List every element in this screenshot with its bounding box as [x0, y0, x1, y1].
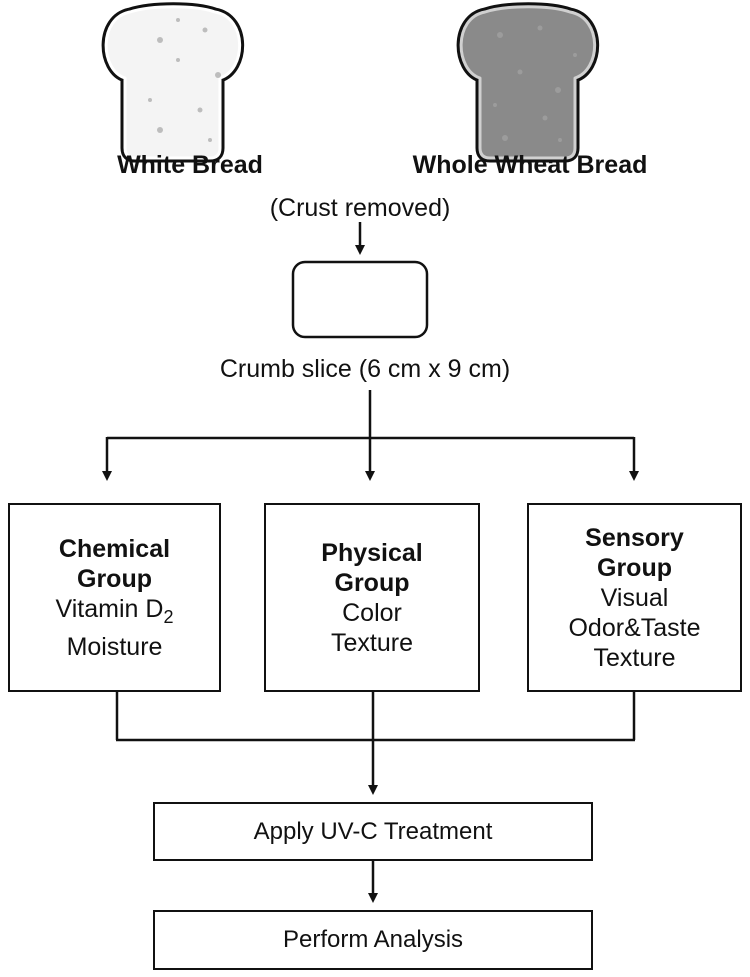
chemical-group-box: Chemical Group Vitamin D2 Moisture [8, 503, 221, 692]
crust-removed-note: (Crust removed) [269, 194, 451, 222]
crumb-slice-label: Crumb slice (6 cm x 9 cm) [219, 355, 511, 383]
chemical-vitamin-line: Vitamin D2 [56, 594, 174, 632]
perform-analysis-box: Perform Analysis [153, 910, 593, 970]
chemical-group-title-1: Chemical [58, 534, 171, 563]
sensory-group-title-1: Sensory [585, 523, 684, 552]
physical-color-line: Color [342, 598, 402, 627]
whole-wheat-bread-label: Whole Wheat Bread [412, 151, 648, 179]
uv-c-treatment-label: Apply UV-C Treatment [253, 817, 493, 845]
uv-c-treatment-box: Apply UV-C Treatment [153, 802, 593, 861]
crumb-slice-shape [291, 260, 429, 339]
sensory-group-box: Sensory Group Visual Odor&Taste Texture [527, 503, 742, 692]
sensory-texture-line: Texture [593, 643, 676, 672]
physical-group-title-1: Physical [321, 538, 423, 567]
physical-texture-line: Texture [331, 628, 413, 657]
chemical-moisture-line: Moisture [66, 632, 163, 661]
whole-wheat-bread-fill [459, 5, 597, 160]
white-bread-label: White Bread [117, 151, 263, 179]
white-bread-icon [101, 2, 245, 163]
sensory-visual-line: Visual [600, 583, 669, 612]
sensory-odor-taste-line: Odor&Taste [568, 613, 701, 642]
sensory-group-title-2: Group [597, 553, 672, 582]
physical-group-title-2: Group [334, 568, 410, 597]
white-bread-fill [104, 5, 242, 160]
chemical-vitamin-subscript: 2 [163, 606, 174, 627]
chemical-group-title-2: Group [77, 564, 152, 593]
perform-analysis-label: Perform Analysis [282, 926, 464, 953]
chemical-vitamin-label: Vitamin D [55, 594, 164, 623]
whole-wheat-bread-icon [456, 2, 600, 163]
physical-group-box: Physical Group Color Texture [264, 503, 480, 692]
